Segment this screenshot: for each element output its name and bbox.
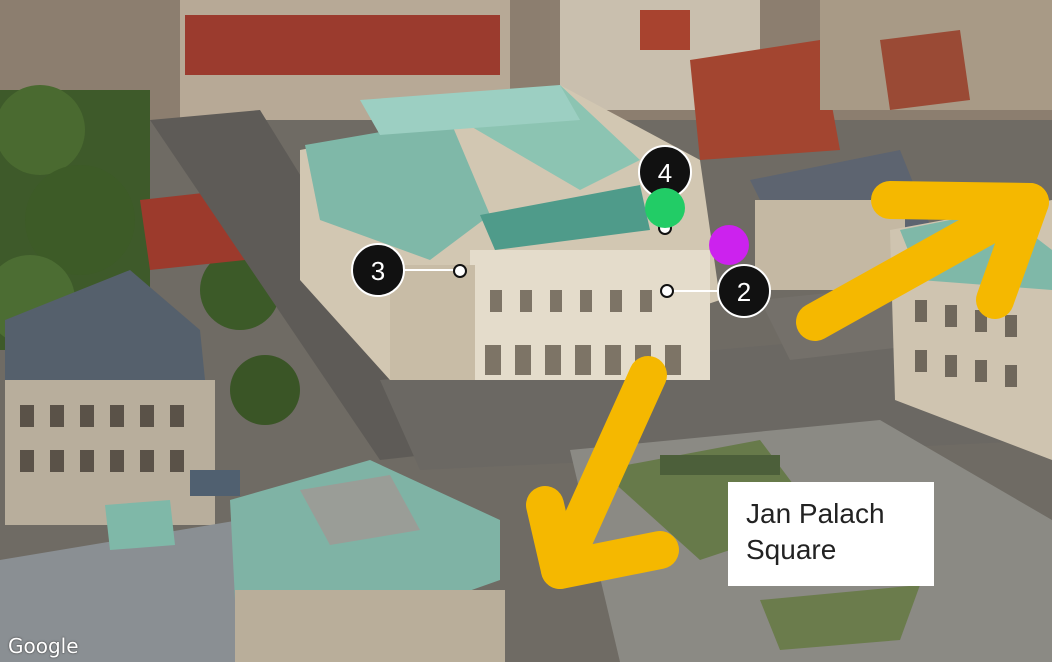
purple-dot <box>709 225 749 265</box>
marker-4-number: 4 <box>658 158 672 188</box>
arrow-southwest <box>526 356 679 589</box>
place-label: Jan Palach Square <box>728 482 934 586</box>
arrow-northeast <box>796 181 1049 341</box>
google-attribution: Google <box>8 634 79 658</box>
green-dot <box>645 188 685 228</box>
place-label-line-2: Square <box>746 534 837 565</box>
marker-3-number: 3 <box>371 256 385 286</box>
map-marker-3[interactable]: 3 <box>351 243 467 297</box>
place-label-line-1: Jan Palach <box>746 498 885 529</box>
marker-2-number: 2 <box>737 277 751 307</box>
map-marker-2[interactable]: 2 <box>660 264 771 318</box>
